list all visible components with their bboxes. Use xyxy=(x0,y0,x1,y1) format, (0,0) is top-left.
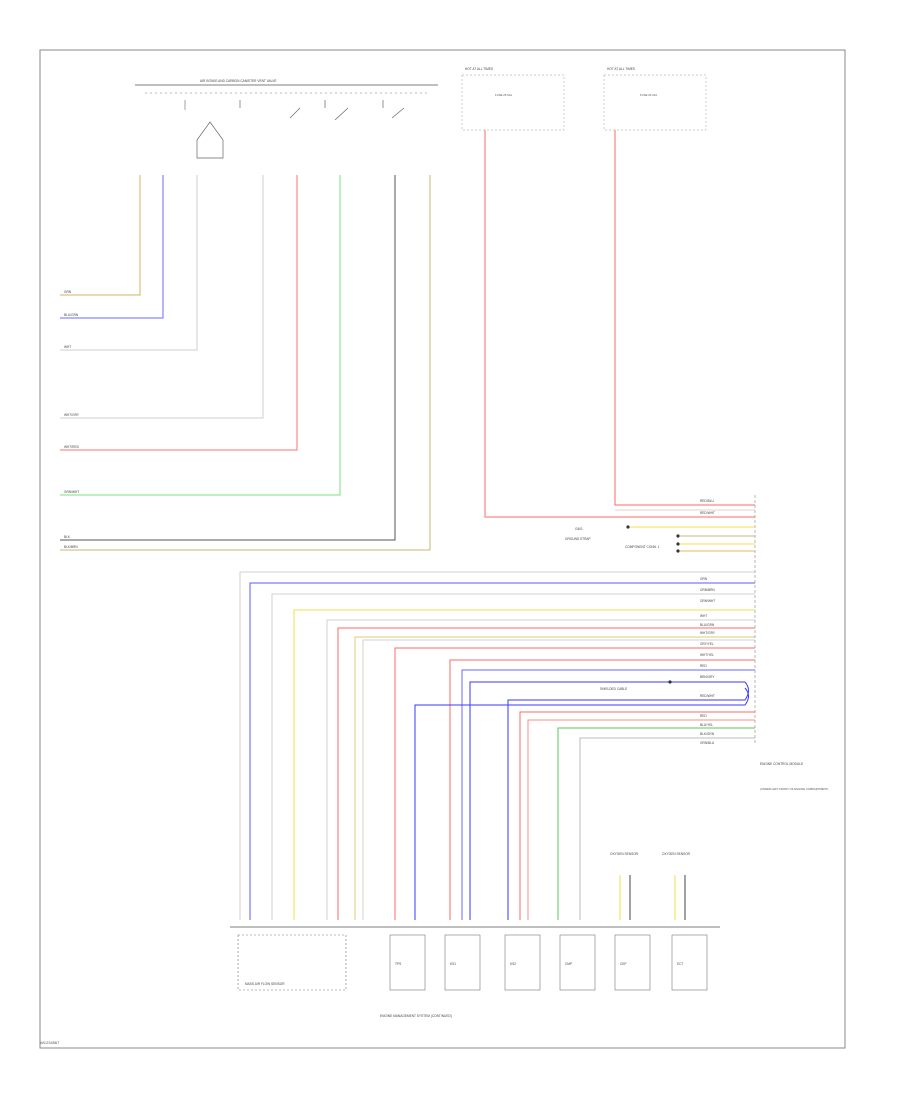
fuse-box-1: HOT AT ALL TIMES FUSE 25 10A xyxy=(461,67,565,131)
ecm-connector: RED/BLU RED/WHT GRN GRN/BRN GRN/WHT WHT … xyxy=(700,495,756,745)
svg-text:BLK/GRN: BLK/GRN xyxy=(700,732,715,736)
ecm-subtitle: (UNDER LEFT FRONT OF ENGINE COMPARTMENT) xyxy=(760,787,828,791)
side-connectors xyxy=(626,525,755,684)
svg-text:BLU/YEL: BLU/YEL xyxy=(700,723,713,727)
ecm-wires xyxy=(239,571,755,920)
top-component-title: AIR INTAKE AND CARBON CANISTER VENT VALV… xyxy=(200,79,276,83)
svg-text:WHT: WHT xyxy=(64,345,71,349)
svg-text:WHT/RED: WHT/RED xyxy=(64,445,80,449)
svg-text:KS1: KS1 xyxy=(450,962,456,966)
svg-text:KS2: KS2 xyxy=(510,962,516,966)
ground-label-3: COMPONENT CONN. 1 xyxy=(625,545,660,549)
svg-text:RED/BLU: RED/BLU xyxy=(700,499,715,503)
diagram-frame xyxy=(39,49,846,1049)
svg-text:GRN/WHT: GRN/WHT xyxy=(700,599,715,603)
svg-text:OXYGEN SENSOR: OXYGEN SENSOR xyxy=(662,852,691,856)
svg-text:TPS: TPS xyxy=(395,962,401,966)
svg-text:RED: RED xyxy=(700,664,707,668)
fuse-box-2: HOT AT ALL TIMES FUSE 26 10A xyxy=(603,67,707,131)
switch-icon xyxy=(239,100,405,121)
svg-text:WHT/GRY: WHT/GRY xyxy=(64,413,80,417)
svg-text:OXYGEN SENSOR: OXYGEN SENSOR xyxy=(610,852,639,856)
svg-text:RED/WHT: RED/WHT xyxy=(700,511,715,515)
svg-text:CMP: CMP xyxy=(565,962,572,966)
svg-text:MASS AIR FLOW SENSOR: MASS AIR FLOW SENSOR xyxy=(245,982,285,986)
svg-text:GRN/BRN: GRN/BRN xyxy=(700,588,715,592)
svg-text:HOT AT ALL TIMES: HOT AT ALL TIMES xyxy=(607,67,635,71)
svg-text:ECT: ECT xyxy=(677,962,683,966)
svg-text:BLK: BLK xyxy=(64,535,71,539)
svg-text:RED/WHT: RED/WHT xyxy=(700,694,715,698)
svg-text:GRN: GRN xyxy=(64,290,72,294)
svg-text:GRN/BLU: GRN/BLU xyxy=(700,741,715,745)
svg-text:WHT: WHT xyxy=(700,614,707,618)
figure-code: W1234567 xyxy=(40,1040,60,1045)
svg-text:GRN/WHT: GRN/WHT xyxy=(64,490,79,494)
ground-label-1: G401 xyxy=(575,527,583,531)
sensor-boxes xyxy=(237,934,708,991)
svg-text:HOT AT ALL TIMES: HOT AT ALL TIMES xyxy=(465,67,493,71)
ecm-title: ENGINE CONTROL MODULE xyxy=(760,762,803,766)
shielded-cable-label: SHIELDED CABLE xyxy=(600,687,627,691)
svg-text:WHT/GRY: WHT/GRY xyxy=(700,631,716,635)
bottom-title: ENGINE MANAGEMENT SYSTEM (CONTINUED) xyxy=(380,1014,452,1018)
top-component: AIR INTAKE AND CARBON CANISTER VENT VALV… xyxy=(135,79,438,159)
svg-text:FUSE 26 10A: FUSE 26 10A xyxy=(640,93,657,97)
fuse-feed-wires xyxy=(484,130,755,518)
svg-text:GRN: GRN xyxy=(700,577,708,581)
svg-text:GRY/YEL: GRY/YEL xyxy=(700,642,714,646)
svg-text:BLK/BRN: BLK/BRN xyxy=(64,545,78,549)
svg-text:WHT/YEL: WHT/YEL xyxy=(700,653,714,657)
svg-text:CKP: CKP xyxy=(620,962,627,966)
left-wire-bundle xyxy=(60,175,431,551)
svg-text:BLU/GRN: BLU/GRN xyxy=(64,313,79,317)
relay-icon xyxy=(184,100,224,159)
svg-text:FUSE 25 10A: FUSE 25 10A xyxy=(495,93,512,97)
oxygen-sensor-wires xyxy=(619,875,686,920)
left-wire-labels: GRN BLU/GRN WHT WHT/GRY WHT/RED GRN/WHT … xyxy=(64,290,80,549)
ground-label-2: GROUND STRAP xyxy=(565,537,591,541)
svg-text:BLU/GRN: BLU/GRN xyxy=(700,623,715,627)
svg-text:RED: RED xyxy=(700,714,707,718)
svg-text:BRN/GRY: BRN/GRY xyxy=(700,675,715,679)
